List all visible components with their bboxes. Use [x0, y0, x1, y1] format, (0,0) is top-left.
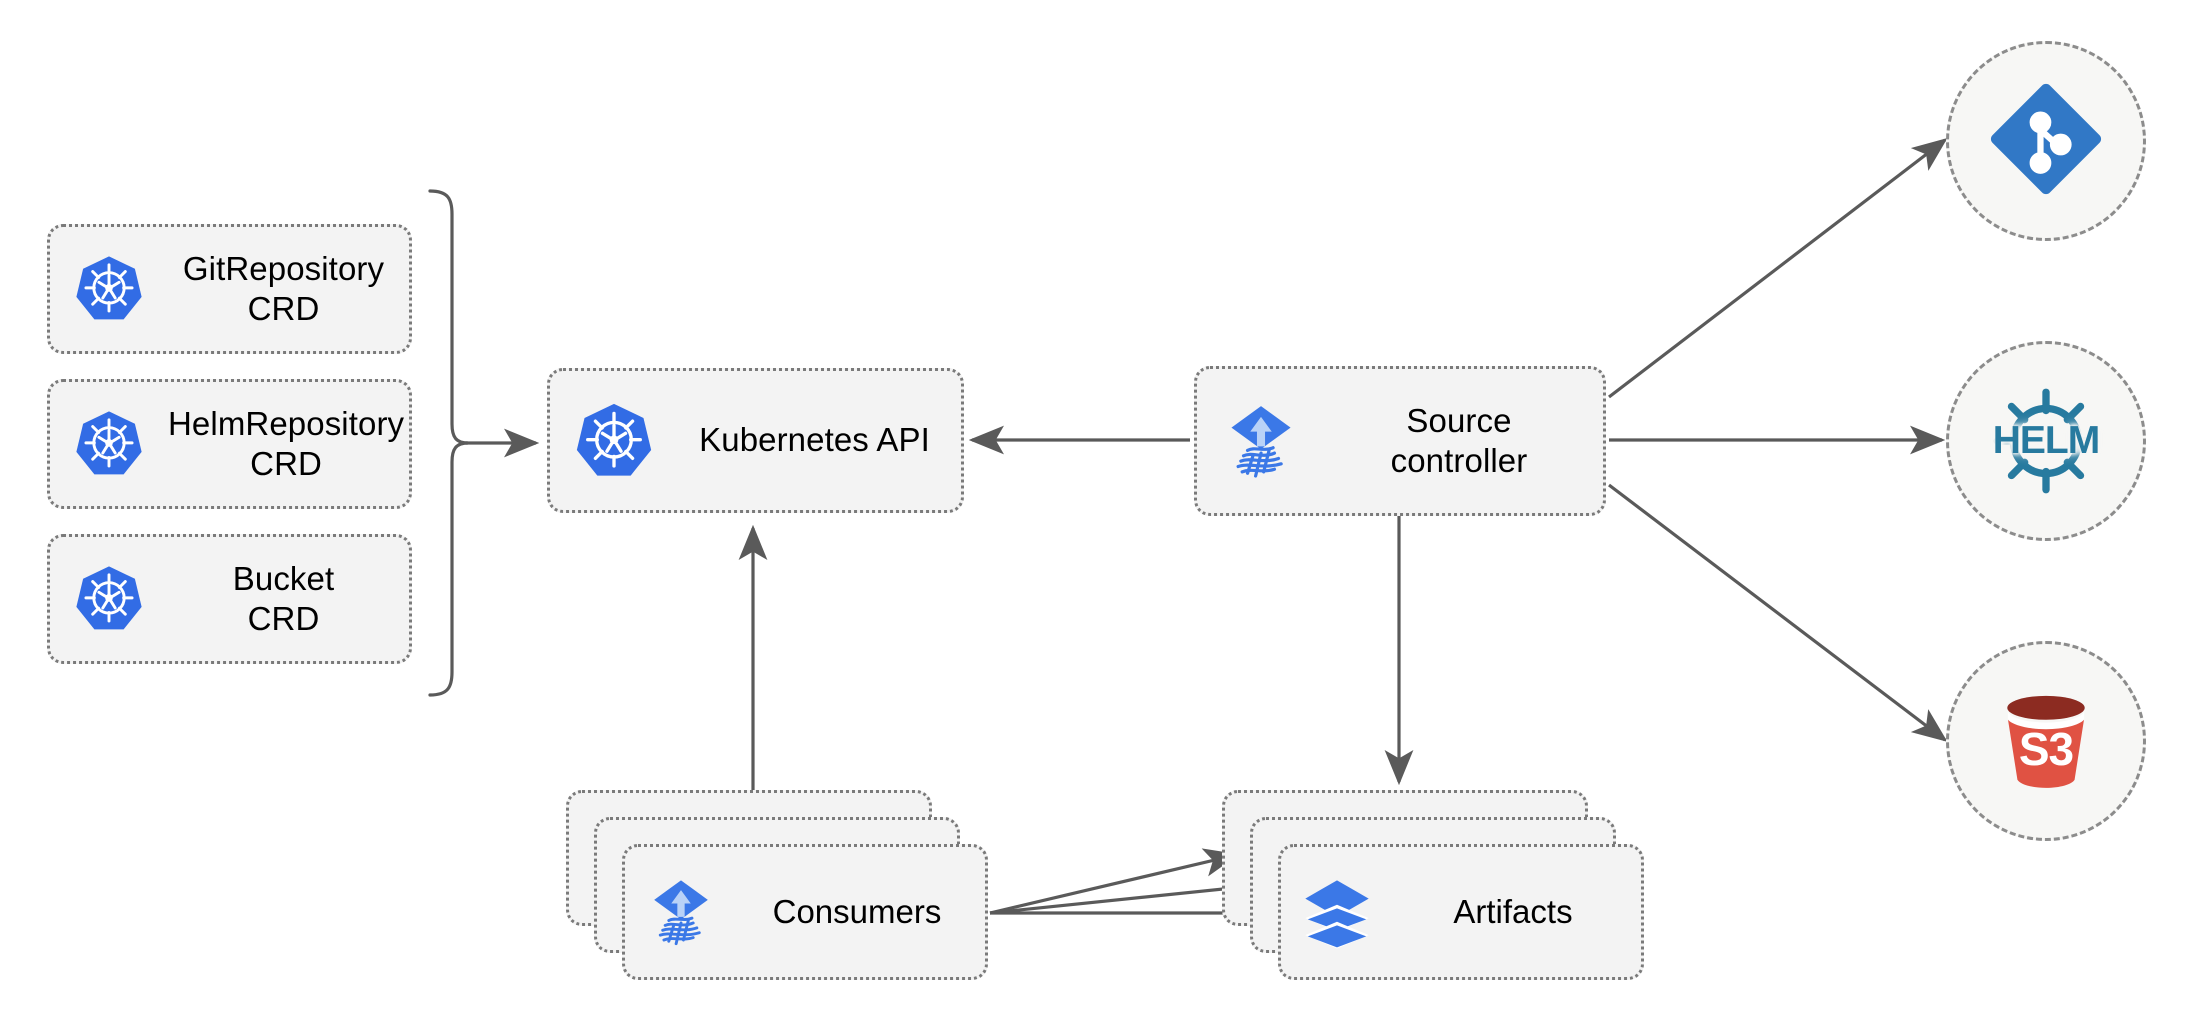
- kubernetes-icon: [550, 400, 678, 482]
- s3-bucket-icon: S3: [1987, 682, 2105, 800]
- artifacts-stack[interactable]: Artifacts: [1222, 790, 1644, 980]
- flux-source-icon: [625, 873, 737, 951]
- git-icon: [1987, 80, 2105, 203]
- edge-consumers-to-artifacts-1: [989, 848, 1240, 915]
- helm-source-circle[interactable]: HELM: [1946, 341, 2146, 541]
- source-controller-box[interactable]: Source controller: [1194, 366, 1606, 516]
- consumers-stack[interactable]: Consumers: [566, 790, 988, 980]
- git-source-circle[interactable]: [1946, 41, 2146, 241]
- consumers-label: Consumers: [772, 893, 942, 930]
- kubernetes-icon: [50, 408, 168, 480]
- consumers-card-front[interactable]: Consumers: [622, 844, 988, 980]
- layers-icon: [1281, 873, 1393, 951]
- crd-label: HelmRepository CRD: [168, 404, 405, 482]
- kubernetes-api-label: Kubernetes API: [699, 421, 930, 459]
- crd-group-bracket: [428, 189, 469, 697]
- kubernetes-api-box[interactable]: Kubernetes API: [547, 368, 964, 513]
- edge-source-to-git: [1608, 138, 1948, 399]
- crd-box-bucket[interactable]: Bucket CRD: [47, 534, 412, 664]
- crd-box-gitrepository[interactable]: GitRepository CRD: [47, 224, 412, 354]
- helm-wordmark: HELM: [1992, 419, 2100, 462]
- edge-source-to-s3: [1608, 483, 1948, 742]
- helm-icon: HELM: [1981, 376, 2111, 506]
- crd-label: Bucket CRD: [232, 559, 335, 637]
- flux-source-icon: [1197, 398, 1325, 484]
- kubernetes-icon: [50, 253, 168, 325]
- s3-source-circle[interactable]: S3: [1946, 641, 2146, 841]
- crd-box-helmrepository[interactable]: HelmRepository CRD: [47, 379, 412, 509]
- artifacts-label: Artifacts: [1453, 893, 1573, 930]
- artifacts-card-front[interactable]: Artifacts: [1278, 844, 1644, 980]
- source-controller-label: Source controller: [1390, 401, 1528, 479]
- kubernetes-icon: [50, 563, 168, 635]
- crd-label: GitRepository CRD: [182, 249, 385, 327]
- s3-wordmark: S3: [2018, 723, 2074, 775]
